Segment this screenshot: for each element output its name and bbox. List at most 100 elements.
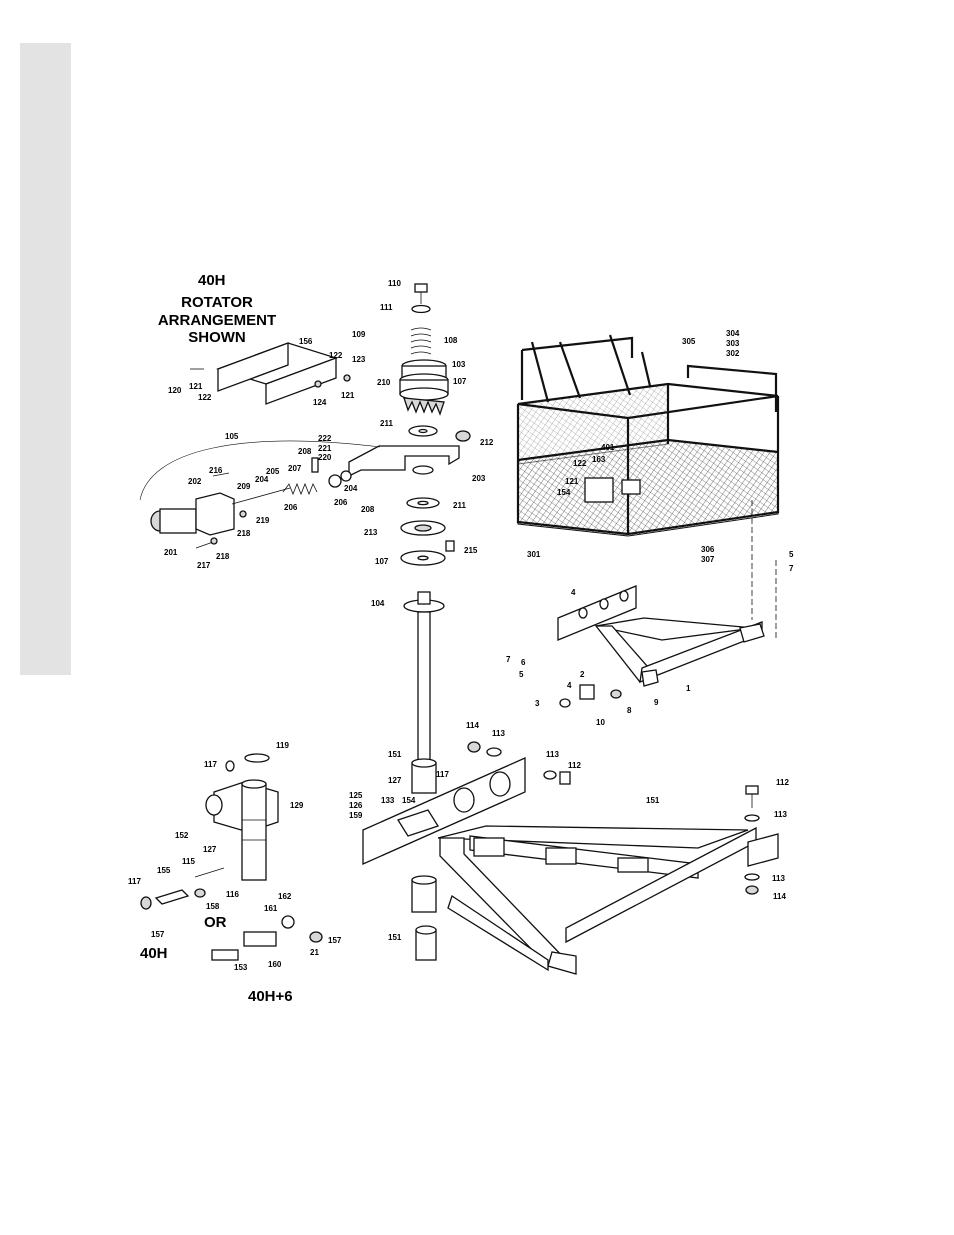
callout-121: 121 bbox=[189, 382, 203, 391]
callout-158: 158 bbox=[206, 902, 220, 911]
callout-121: 121 bbox=[341, 391, 355, 400]
callout-203: 203 bbox=[472, 474, 486, 483]
callout-122: 122 bbox=[198, 393, 212, 402]
rotator-drive-drawing bbox=[139, 342, 381, 549]
callout-302: 302 bbox=[726, 349, 740, 358]
or-label: OR bbox=[204, 914, 227, 931]
callout-3: 3 bbox=[535, 699, 540, 708]
callout-5: 5 bbox=[789, 550, 794, 559]
callout-127: 127 bbox=[388, 776, 402, 785]
callout-133: 133 bbox=[381, 796, 395, 805]
callout-labels: 110 111 109 108 103 210 107 156 122 123 … bbox=[128, 279, 794, 972]
callout-209: 209 bbox=[237, 482, 251, 491]
callout-306: 306 bbox=[701, 545, 715, 554]
callout-129: 129 bbox=[290, 801, 304, 810]
callout-161: 161 bbox=[264, 904, 278, 913]
callout-7: 7 bbox=[789, 564, 794, 573]
callout-117: 117 bbox=[128, 877, 141, 886]
callout-112: 112 bbox=[776, 778, 789, 787]
model-label-top: 40H bbox=[198, 272, 226, 289]
callout-202: 202 bbox=[188, 477, 202, 486]
main-boom-frame-drawing bbox=[362, 741, 779, 975]
callout-205: 205 bbox=[266, 467, 280, 476]
callout-2: 2 bbox=[580, 670, 585, 679]
callout-114: 114 bbox=[466, 721, 479, 730]
callout-126: 126 bbox=[349, 801, 363, 810]
callout-212: 212 bbox=[480, 438, 494, 447]
callout-117: 117 bbox=[436, 770, 449, 779]
callout-6: 6 bbox=[521, 658, 526, 667]
callout-113: 113 bbox=[492, 729, 505, 738]
callout-305: 305 bbox=[682, 337, 696, 346]
callout-301: 301 bbox=[527, 550, 541, 559]
callout-119: 119 bbox=[276, 741, 289, 750]
callout-115: 115 bbox=[182, 857, 195, 866]
callout-117: 117 bbox=[204, 760, 217, 769]
callout-5: 5 bbox=[519, 670, 524, 679]
callout-218: 218 bbox=[216, 552, 230, 561]
callout-122: 122 bbox=[573, 459, 587, 468]
page-margin-bar bbox=[20, 43, 71, 675]
callout-219: 219 bbox=[256, 516, 270, 525]
callout-162: 162 bbox=[278, 892, 292, 901]
callout-8: 8 bbox=[627, 706, 632, 715]
callout-218: 218 bbox=[237, 529, 251, 538]
callout-105: 105 bbox=[225, 432, 239, 441]
callout-113: 113 bbox=[772, 874, 785, 883]
callout-157: 157 bbox=[151, 930, 165, 939]
callout-163: 163 bbox=[592, 455, 606, 464]
callout-204: 204 bbox=[255, 475, 269, 484]
callout-113: 113 bbox=[774, 810, 787, 819]
callout-104: 104 bbox=[371, 599, 385, 608]
callout-151: 151 bbox=[646, 796, 660, 805]
callout-206: 206 bbox=[284, 503, 298, 512]
callout-114: 114 bbox=[773, 892, 786, 901]
arrangement-title-line1: ROTATOR bbox=[181, 294, 253, 311]
callout-206: 206 bbox=[334, 498, 348, 507]
callout-107: 107 bbox=[453, 377, 467, 386]
callout-217: 217 bbox=[197, 561, 211, 570]
callout-208: 208 bbox=[361, 505, 375, 514]
work-basket-drawing bbox=[516, 334, 780, 640]
callout-221: 221 bbox=[318, 444, 332, 453]
callout-160: 160 bbox=[268, 960, 282, 969]
callout-208: 208 bbox=[298, 447, 312, 456]
callout-207: 207 bbox=[288, 464, 302, 473]
callout-151: 151 bbox=[388, 750, 402, 759]
callout-201: 201 bbox=[164, 548, 178, 557]
callout-211: 211 bbox=[380, 419, 393, 428]
callout-307: 307 bbox=[701, 555, 715, 564]
model-label-bottom-left: 40H bbox=[140, 945, 168, 962]
callout-9: 9 bbox=[654, 698, 659, 707]
arrangement-title-line2: ARRANGEMENT bbox=[158, 312, 276, 329]
arrangement-title-line3: SHOWN bbox=[188, 329, 246, 346]
callout-110: 110 bbox=[388, 279, 401, 288]
callout-222: 222 bbox=[318, 434, 332, 443]
callout-210: 210 bbox=[377, 378, 391, 387]
callout-107: 107 bbox=[375, 557, 389, 566]
callout-304: 304 bbox=[726, 329, 740, 338]
callout-204: 204 bbox=[344, 484, 358, 493]
hinge-bracket-drawing bbox=[140, 753, 323, 961]
callout-103: 103 bbox=[452, 360, 466, 369]
callout-10: 10 bbox=[596, 718, 605, 727]
callout-401: 401 bbox=[601, 443, 615, 452]
callout-154: 154 bbox=[557, 488, 571, 497]
callout-1: 1 bbox=[686, 684, 691, 693]
callout-159: 159 bbox=[349, 811, 363, 820]
callout-120: 120 bbox=[168, 386, 182, 395]
callout-155: 155 bbox=[157, 866, 171, 875]
callout-215: 215 bbox=[464, 546, 478, 555]
callout-123: 123 bbox=[352, 355, 366, 364]
callout-113: 113 bbox=[546, 750, 559, 759]
callout-152: 152 bbox=[175, 831, 189, 840]
callout-156: 156 bbox=[299, 337, 313, 346]
callout-121: 121 bbox=[565, 477, 579, 486]
basket-mount-frame-drawing bbox=[557, 585, 765, 708]
callout-211: 211 bbox=[453, 501, 466, 510]
callout-127: 127 bbox=[203, 845, 217, 854]
callout-216: 216 bbox=[209, 466, 223, 475]
callout-112: 112 bbox=[568, 761, 581, 770]
callout-7: 7 bbox=[506, 655, 511, 664]
